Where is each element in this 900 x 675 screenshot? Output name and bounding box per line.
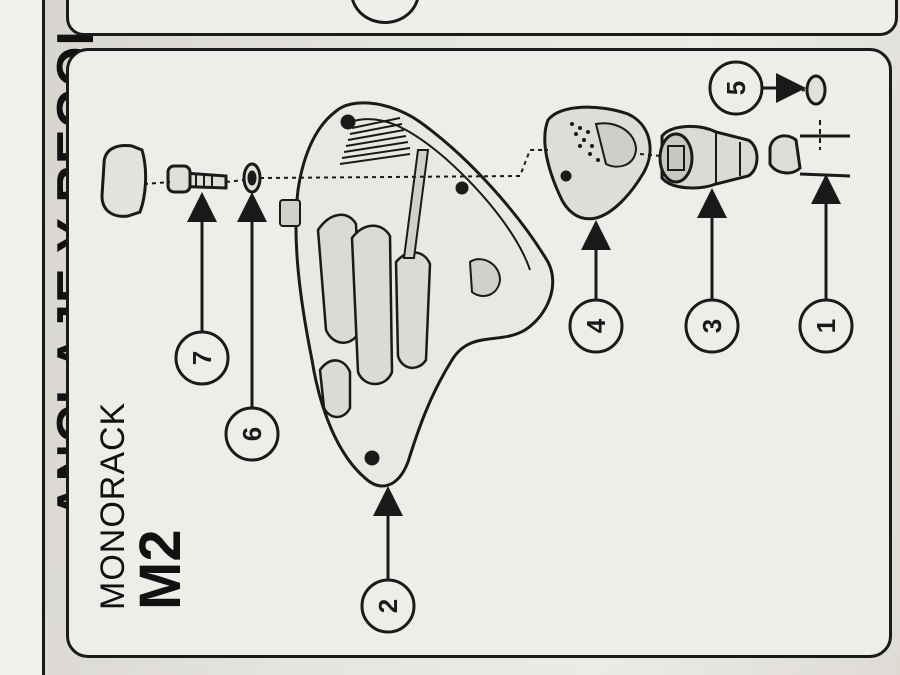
- callout-1-label: 1: [811, 319, 841, 333]
- end-cap-drawing: [100, 144, 148, 218]
- callout-6-label: 6: [237, 427, 267, 441]
- callout-5-label: 5: [721, 81, 751, 95]
- callout-4-circle: [568, 298, 624, 354]
- bolt-drawing: [166, 164, 228, 194]
- assembly-axis-line: [143, 149, 663, 185]
- callout-2-label: 2: [373, 599, 403, 613]
- lock-cylinder-drawing: [658, 125, 759, 190]
- callout-7-label: 7: [187, 351, 217, 365]
- callout-5-circle: [708, 60, 764, 116]
- washer-drawing: [242, 162, 262, 194]
- callout-4-label: 4: [581, 318, 611, 333]
- callout-2-circle: [360, 578, 416, 634]
- monorack-plate-drawing: [279, 101, 555, 488]
- callout-1-circle: [798, 298, 854, 354]
- lock-housing-drawing: [543, 105, 652, 221]
- mounting-arm-drawing: [768, 120, 851, 178]
- callout-6-circle: [224, 406, 280, 462]
- callouts: [174, 60, 854, 634]
- callout-7-circle: [174, 330, 230, 386]
- section-header-band: [0, 0, 45, 675]
- callout-3-circle: [684, 298, 740, 354]
- callout-3-label: 3: [697, 319, 727, 333]
- previous-panel: [66, 0, 898, 36]
- small-nut-drawing: [805, 74, 827, 106]
